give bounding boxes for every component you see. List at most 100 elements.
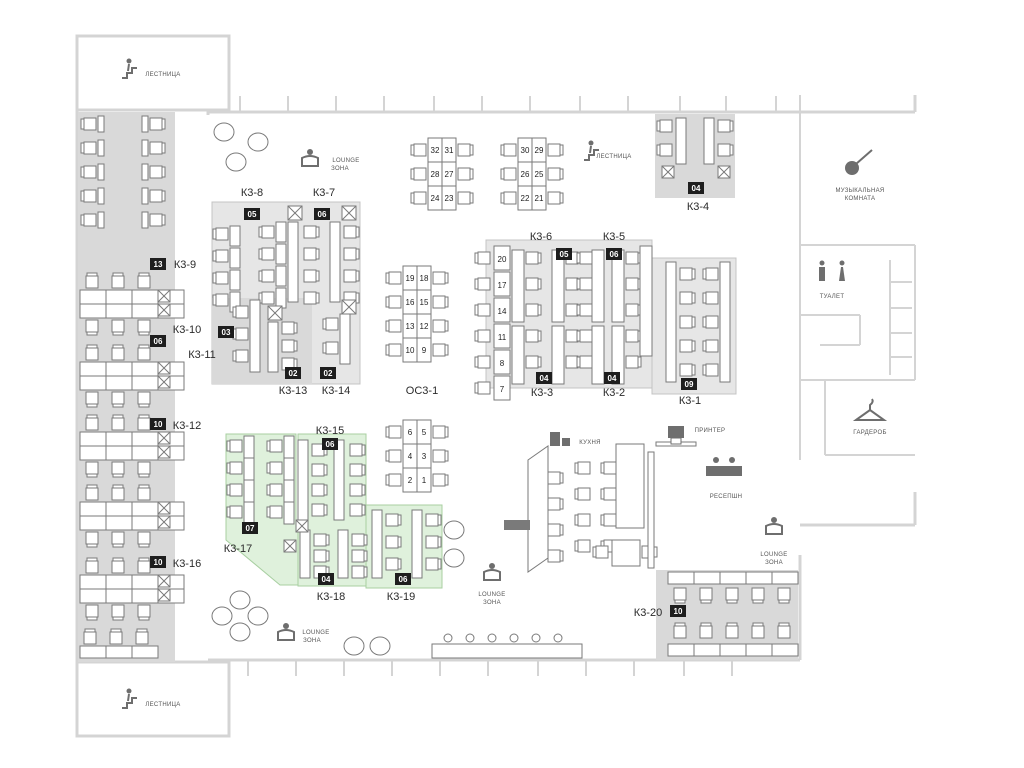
capacity-value-k3-15: 06 (326, 440, 335, 449)
chair-icon (266, 439, 283, 453)
chair-back (212, 272, 217, 284)
chair-icon (111, 391, 125, 408)
desk-number: 12 (420, 322, 429, 331)
capacity-badge-k3-11 (218, 326, 234, 338)
chair-icon (303, 291, 320, 305)
chair-icon (385, 271, 402, 285)
chair-back (161, 142, 166, 154)
printer-paper (670, 437, 682, 445)
capacity-value-k3-13: 02 (289, 369, 298, 378)
chair-seat (673, 625, 687, 639)
desk (267, 321, 279, 373)
person-head (126, 58, 132, 64)
person-stairs-icon (584, 140, 599, 161)
chair-back (161, 166, 166, 178)
chair-seat (137, 560, 151, 574)
desk (591, 249, 605, 323)
chair-back (474, 304, 479, 316)
chair-icon (717, 119, 734, 133)
cluster-desk (441, 185, 457, 211)
chair-icon (457, 191, 474, 205)
wall-segment (295, 519, 309, 533)
chair-back (444, 426, 449, 438)
kitchen-icon (550, 432, 570, 446)
chair-back (138, 344, 150, 349)
chair-seat (281, 339, 295, 353)
fridge (550, 432, 560, 446)
chair-back (559, 550, 564, 562)
chair-back (385, 474, 390, 486)
desk (283, 435, 295, 459)
desk-number: 4 (408, 452, 413, 461)
capacity-value-k3-11: 03 (222, 328, 231, 337)
chair-back (444, 474, 449, 486)
desk (131, 574, 159, 590)
chair-icon (777, 622, 791, 639)
chair-seat (303, 291, 317, 305)
desk (79, 515, 107, 531)
chair-icon (258, 291, 275, 305)
chair-back (691, 364, 696, 376)
chair-icon (547, 523, 564, 537)
chair-seat (577, 513, 591, 527)
chair-back (537, 304, 542, 316)
desk (283, 501, 295, 525)
chair-back (323, 464, 328, 476)
zone-label-k3-9: К3-9 (174, 259, 196, 271)
chair-icon (349, 503, 366, 517)
stool (443, 633, 453, 643)
chair-seat (432, 343, 446, 357)
chair-icon (111, 557, 125, 574)
printer-label: ПРИНТЕР (695, 428, 726, 434)
chair-icon (149, 141, 166, 155)
chair-icon (457, 143, 474, 157)
desk (693, 571, 721, 585)
cluster-desk (493, 323, 511, 349)
chair-icon (149, 165, 166, 179)
desk (329, 221, 341, 303)
chair-back (363, 566, 368, 578)
toilet-label: ТУАЛЕТ (820, 294, 845, 300)
chair-seat (235, 349, 249, 363)
hanger-hook (869, 398, 874, 410)
desk-number: 11 (498, 333, 507, 342)
chair-seat (303, 225, 317, 239)
desk (771, 643, 799, 657)
chair-icon (625, 277, 642, 291)
chair-seat (269, 439, 283, 453)
chair-back (469, 144, 474, 156)
chair-icon (574, 487, 591, 501)
capacity-badge-k3-16 (150, 556, 166, 568)
capacity-badge-k3-19 (395, 573, 411, 585)
capacity-badge-k3-3 (536, 372, 552, 384)
desk (339, 313, 351, 365)
desk (229, 225, 241, 247)
desk (719, 643, 747, 657)
zone-label-k3-5: К3-5 (603, 231, 625, 243)
chair-back (110, 628, 122, 633)
chair-seat (388, 295, 402, 309)
storage-cabinet (157, 431, 171, 445)
chair-back (138, 473, 150, 478)
person-head (283, 623, 289, 629)
chair-seat (343, 269, 357, 283)
chair-icon (343, 225, 360, 239)
chair-seat (579, 355, 593, 369)
zone-label-k3-2: К3-2 (603, 387, 625, 399)
chair-seat (579, 277, 593, 291)
chair-back (112, 414, 124, 419)
chair-icon (137, 484, 151, 501)
kitchen-counter (527, 445, 549, 573)
chair-seat (477, 355, 491, 369)
desk (131, 445, 159, 461)
chair-back (576, 330, 581, 342)
chair-seat (547, 523, 561, 537)
desk (105, 515, 133, 531)
bench (431, 643, 583, 659)
chair-seat (425, 513, 439, 527)
chair-seat (603, 487, 617, 501)
desk (105, 289, 133, 305)
chair-icon (474, 355, 491, 369)
chair-seat (547, 497, 561, 511)
